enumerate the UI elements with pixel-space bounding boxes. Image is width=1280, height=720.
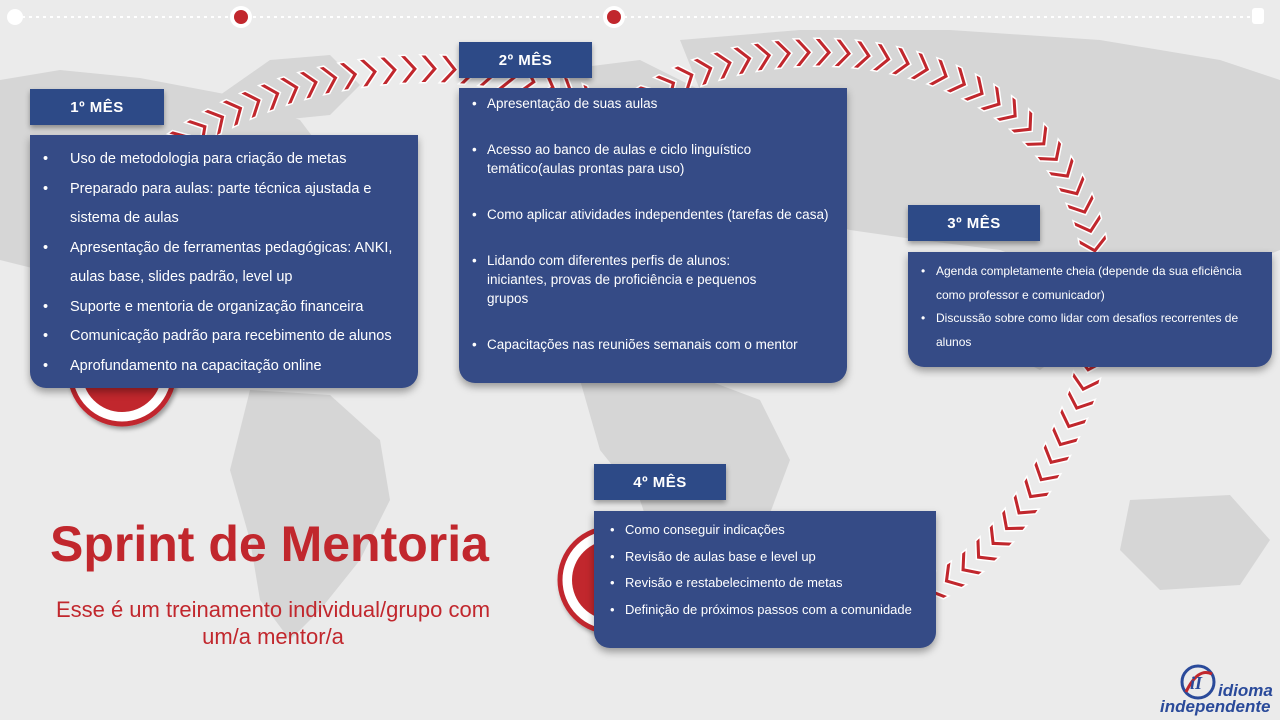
chevron-segment [1058,405,1089,431]
page-subtitle: Esse é um treinamento individual/grupo c… [55,597,491,649]
list-item: Como conseguir indicações [610,517,928,544]
chevron-segment [200,108,226,138]
chevron-segment [992,94,1019,123]
chevron-segment [791,37,813,68]
month-3-card: Agenda completamente cheia (depende da s… [908,252,1272,367]
chevron-segment [869,41,893,73]
chevron-segment [276,75,301,107]
chevron-segment [1012,490,1041,517]
chevron-segment [1021,121,1049,148]
list-item: Apresentação de ferramentas pedagógicas:… [43,234,408,293]
month-1-label: 1º MÊS [70,98,124,116]
logo-line-2: independente [1160,697,1271,716]
chevron-segment [1066,387,1097,412]
svg-text:iI: iI [1190,673,1203,693]
chevron-segment [1032,457,1063,484]
chevron-segment [750,42,774,73]
chevron-segment [812,37,833,68]
month-1-card: Uso de metodologia para criação de metas… [30,135,418,388]
chevron-segment [336,61,360,92]
chevron-segment [988,521,1016,548]
chevron-segment [237,90,263,121]
month-4-card: Como conseguir indicações Revisão de aul… [594,511,936,648]
chevron-segment [960,72,986,103]
chevron-segment [771,39,793,70]
chevron-segment [296,70,320,101]
chevron-segment [888,45,912,76]
list-item: Como aplicar atividades independentes (t… [472,205,833,224]
chevron-segment [1050,423,1081,449]
month-2-label: 2º MÊS [498,51,553,69]
timeline-dot-start [7,9,23,25]
chevron-segment [906,50,932,81]
list-item: Acesso ao banco de aulas e ciclo linguís… [472,140,777,178]
timeline-end-tag [1252,8,1264,24]
list-item: Definição de próximos passos com a comun… [610,597,928,624]
month-2-card: Apresentação de suas aulas Acesso ao ban… [459,88,847,383]
chevron-segment [316,65,340,96]
chevron-segment [397,54,419,85]
list-item: Lidando com diferentes perfis de alunos:… [472,251,777,308]
chevron-segment [219,98,245,129]
page-title: Sprint de Mentoria [50,516,489,572]
month-4-label: 4º MÊS [633,473,687,491]
chevron-segment [943,63,968,95]
chevron-segment [730,45,754,77]
chevron-segment [831,37,853,68]
chevron-segment [1071,369,1102,394]
chevron-segment [1056,172,1087,198]
chevron-segment [959,547,986,576]
chevron-segment [690,57,715,88]
chevron-segment [1046,154,1076,180]
brand-logo: iI idioma independente [1160,662,1275,716]
month-2-tab: 2º MÊS [459,42,592,78]
chevron-segment [1064,191,1096,216]
chevron-segment [1077,231,1108,255]
list-item: Preparado para aulas: parte técnica ajus… [43,175,408,234]
list-item: Revisão e restabelecimento de metas [610,570,928,597]
chevron-segment [437,54,459,84]
chevron-segment [1071,211,1103,235]
month-3-label: 3º MÊS [947,214,1001,232]
logo-line-1: idioma [1218,681,1273,700]
list-item: Apresentação de suas aulas [472,94,833,113]
list-item: Discussão sobre como lidar com desafios … [921,307,1264,354]
chevron-segment [1034,137,1063,163]
chevron-segment [850,39,873,70]
month-4-tab: 4º MÊS [594,464,726,500]
month-3-tab: 3º MÊS [908,205,1040,241]
chevron-segment [977,82,1003,112]
chevron-segment [356,58,379,89]
list-item: Capacitações nas reuniões semanais com o… [472,335,833,354]
list-item: Aprofundamento na capacitação online [43,352,408,382]
chevron-segment [943,559,969,589]
chevron-segment [974,535,1001,563]
list-item: Suporte e mentoria de organização financ… [43,293,408,323]
chevron-segment [418,54,439,84]
chevron-segment [377,55,399,86]
logo-globe-icon: iI [1180,664,1216,700]
chevron-segment [1022,474,1052,500]
chevron-segment [709,50,734,82]
month-1-tab: 1º MÊS [30,89,164,125]
list-item: Comunicação padrão para recebimento de a… [43,322,408,352]
chevron-segment [1007,107,1034,135]
chevron-segment [256,82,282,114]
list-item: Uso de metodologia para criação de metas [43,145,408,175]
chevron-segment [1000,506,1029,532]
chevron-segment [925,56,950,87]
chevron-segment [1042,440,1072,466]
list-item: Agenda completamente cheia (depende da s… [921,260,1264,307]
list-item: Revisão de aulas base e level up [610,544,928,571]
